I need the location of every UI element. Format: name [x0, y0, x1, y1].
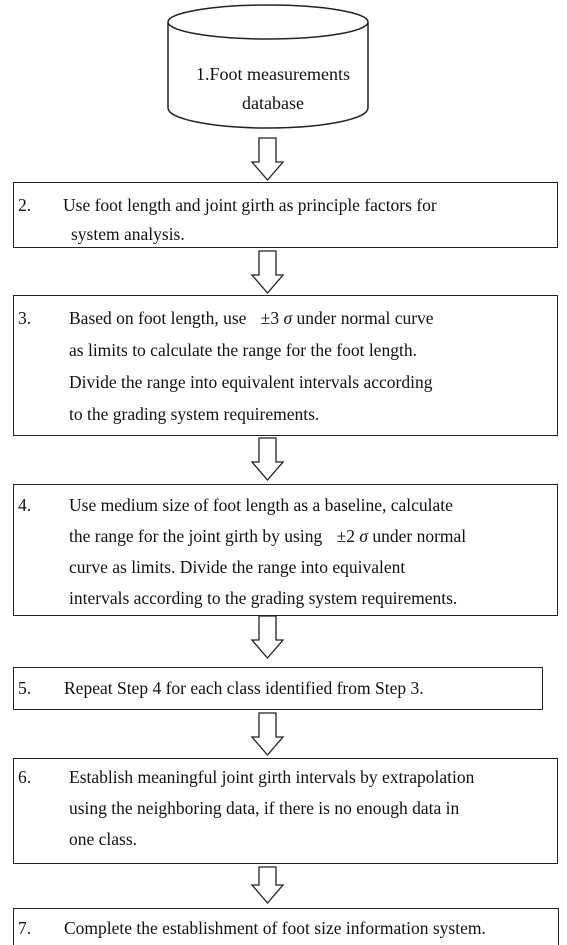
step-5-box: 5. Repeat Step 4 for each class identifi…	[13, 667, 543, 710]
step-4-line: intervals according to the grading syste…	[69, 588, 458, 608]
arrow-down-icon	[250, 137, 285, 181]
step-5-number: 5.	[18, 678, 32, 698]
step-3-number: 3.	[18, 308, 32, 328]
step-7-number: 7.	[18, 918, 32, 938]
step-7-box: 7. Complete the establishment of foot si…	[13, 908, 559, 945]
arrow-down-icon	[250, 866, 285, 904]
step-4-plusminus: ±2	[336, 526, 355, 546]
sigma-symbol: σ	[359, 526, 368, 546]
sigma-symbol: σ	[283, 308, 293, 328]
step-3-line: Divide the range into equivalent interva…	[69, 372, 433, 392]
step-4-box: 4. Use medium size of foot length as a b…	[13, 484, 558, 616]
step-2-line: Use foot length and joint girth as princ…	[63, 195, 437, 215]
step-4-number: 4.	[18, 495, 32, 515]
step-6-line: Establish meaningful joint girth interva…	[69, 767, 475, 787]
step-4-text: under normal	[372, 526, 467, 546]
step-5-line: Repeat Step 4 for each class identified …	[64, 678, 424, 698]
step-2-box: 2. Use foot length and joint girth as pr…	[13, 182, 558, 248]
arrow-down-icon	[250, 712, 285, 756]
step-4-line: Use medium size of foot length as a base…	[69, 495, 453, 515]
database-label: 1.Foot measurements database	[178, 60, 368, 118]
step-3-line: as limits to calculate the range for the…	[69, 340, 417, 360]
step-3-plusminus: ±3	[260, 308, 280, 328]
step-4-line: curve as limits. Divide the range into e…	[69, 557, 406, 577]
step-3-text: Based on foot length, use	[69, 308, 247, 328]
step-2-line: system analysis.	[71, 224, 185, 244]
arrow-down-icon	[250, 615, 285, 659]
step-3-line: Based on foot length, use ±3 σ under nor…	[69, 308, 434, 329]
step-7-line: Complete the establishment of foot size …	[64, 918, 486, 938]
step-3-text: under normal curve	[296, 308, 434, 328]
arrow-down-icon	[250, 437, 285, 481]
step-3-box: 3. Based on foot length, use ±3 σ under …	[13, 295, 558, 436]
step-6-box: 6. Establish meaningful joint girth inte…	[13, 758, 558, 864]
arrow-down-icon	[250, 250, 285, 294]
step-4-text: the range for the joint girth by using	[69, 526, 323, 546]
step-6-line: using the neighboring data, if there is …	[69, 798, 460, 818]
step-6-number: 6.	[18, 767, 32, 787]
step-2-number: 2.	[18, 195, 32, 215]
step-3-line: to the grading system requirements.	[69, 404, 320, 424]
step-4-line: the range for the joint girth by using ±…	[69, 526, 466, 547]
step-6-line: one class.	[69, 829, 138, 849]
database-label-line2: database	[242, 93, 304, 113]
database-label-line1: 1.Foot measurements	[196, 64, 350, 84]
